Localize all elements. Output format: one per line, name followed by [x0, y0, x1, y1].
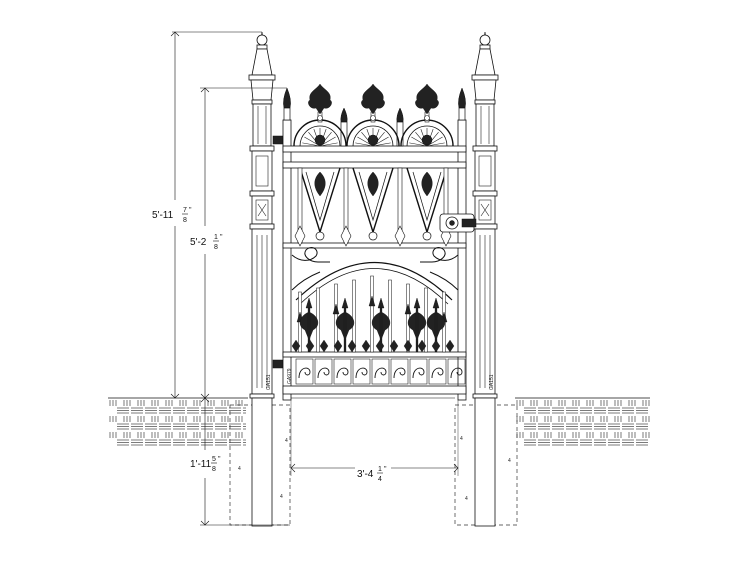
part-tag-left-post: GA151	[266, 374, 272, 390]
dim-embed-whole: 1'-11	[190, 459, 212, 470]
dim-gate-inch: "	[220, 234, 223, 241]
dim-embed-inch: "	[218, 456, 221, 463]
dim-gate-height: 5'-2 1 8 "	[188, 226, 226, 254]
dim-width-inch: "	[384, 466, 387, 473]
ground-hatch-right	[516, 400, 650, 446]
part-tag-right-post: GA151	[489, 374, 495, 390]
concrete-mark: 4	[460, 436, 463, 442]
dim-embed-den: 8	[212, 466, 216, 473]
lower-pickets	[291, 275, 455, 353]
v-panels	[294, 167, 452, 247]
dim-overall-height: 5'-11 7 8 "	[150, 200, 200, 226]
part-tag-gate: GA979	[287, 368, 293, 384]
latch	[439, 213, 477, 233]
concrete-mark: 4	[238, 466, 241, 472]
fan-arches	[293, 83, 454, 147]
concrete-mark: 4	[285, 438, 288, 444]
gate-panel: GA979	[282, 83, 477, 401]
ground-right	[515, 397, 650, 448]
dim-embed-num: 5	[212, 456, 216, 463]
ground-left	[108, 397, 248, 448]
dim-width-whole: 3'-4	[357, 469, 374, 480]
dim-overall-whole: 5'-11	[152, 210, 174, 221]
concrete-mark: 4	[465, 496, 468, 502]
left-post: GA151	[248, 31, 284, 527]
concrete-mark: 4	[508, 458, 511, 464]
right-post: GA151	[471, 31, 499, 527]
ground-hatch-left	[109, 400, 246, 446]
dim-overall-inch: "	[189, 207, 192, 214]
dim-gate-whole: 5'-2	[190, 237, 207, 248]
dim-opening-width: 3'-4 1 4 "	[355, 460, 391, 484]
dim-width-den: 4	[378, 476, 382, 483]
dim-gate-num: 1	[214, 234, 218, 241]
dim-overall-num: 7	[183, 207, 187, 214]
concrete-mark: 4	[280, 494, 283, 500]
dim-width-num: 1	[378, 466, 382, 473]
dim-overall-den: 8	[183, 217, 187, 224]
dim-embed-depth: 1'-11 5 8 "	[188, 450, 226, 478]
dim-gate-den: 8	[214, 244, 218, 251]
scroll-band	[295, 358, 466, 385]
